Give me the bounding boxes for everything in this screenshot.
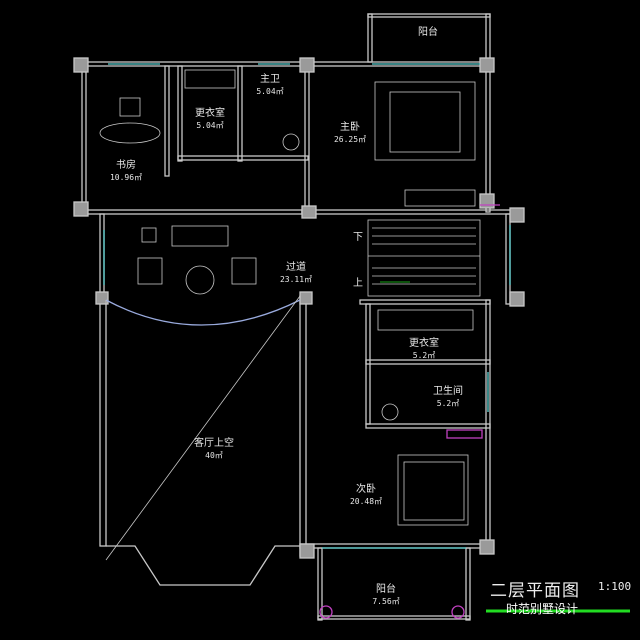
room-name: 书房 bbox=[116, 160, 136, 171]
room-area: 5.04㎡ bbox=[196, 121, 224, 130]
room-area: 20.48㎡ bbox=[349, 497, 383, 506]
room-name: 卫生间 bbox=[433, 386, 463, 397]
room-name: 主卫 bbox=[259, 74, 280, 85]
room-name: 主卧 bbox=[340, 122, 360, 133]
room-bathroom: 卫生间 5.2㎡ bbox=[433, 386, 463, 410]
columns bbox=[73, 57, 525, 559]
furniture bbox=[99, 69, 476, 526]
room-name: 阳台 bbox=[375, 584, 396, 595]
room-dressing-2: 更衣室 5.2㎡ bbox=[409, 338, 439, 362]
room-dressing-1: 更衣室 5.04㎡ bbox=[195, 108, 225, 132]
room-name: 过道 bbox=[286, 262, 306, 273]
accent-marks bbox=[319, 204, 500, 619]
room-area: 5.2㎡ bbox=[412, 351, 436, 360]
room-area: 40㎡ bbox=[205, 451, 223, 460]
room-area: 10.96㎡ bbox=[109, 173, 143, 182]
room-living-void: 客厅上空 40㎡ bbox=[194, 438, 234, 462]
watermark: 时范别墅设计 bbox=[506, 602, 579, 616]
room-name: 次卧 bbox=[356, 484, 376, 495]
room-name: 客厅上空 bbox=[194, 438, 234, 449]
drawing-title: 二层平面图 bbox=[490, 581, 580, 601]
room-balcony-top: 阳台 bbox=[418, 27, 438, 39]
room-name: 阳台 bbox=[418, 27, 438, 38]
bay-window bbox=[105, 299, 301, 326]
stairs bbox=[367, 219, 481, 297]
room-area: 5.2㎡ bbox=[436, 399, 460, 408]
room-name: 更衣室 bbox=[409, 338, 439, 349]
room-area: 26.25㎡ bbox=[333, 135, 367, 144]
bay-bottom bbox=[106, 545, 300, 586]
room-name: 更衣室 bbox=[195, 108, 225, 119]
windows bbox=[103, 63, 511, 549]
room-master-bath: 主卫 5.04㎡ bbox=[256, 74, 283, 98]
room-second-bedroom: 次卧 20.48㎡ bbox=[350, 484, 382, 508]
stair-down-label: 下 bbox=[353, 232, 363, 243]
room-master-bedroom: 主卧 26.25㎡ bbox=[334, 122, 366, 146]
drawing-scale: 1:100 bbox=[598, 580, 632, 593]
room-balcony-bottom: 阳台 7.56㎡ bbox=[372, 584, 399, 608]
room-area: 5.04㎡ bbox=[256, 87, 284, 96]
void-diagonal bbox=[105, 295, 301, 561]
room-area: 7.56㎡ bbox=[372, 597, 400, 606]
room-corridor: 过道 23.11㎡ bbox=[280, 262, 312, 286]
stair-up-label: 上 bbox=[353, 278, 363, 289]
room-study: 书房 10.96㎡ bbox=[110, 160, 142, 184]
room-area: 23.11㎡ bbox=[279, 275, 313, 284]
